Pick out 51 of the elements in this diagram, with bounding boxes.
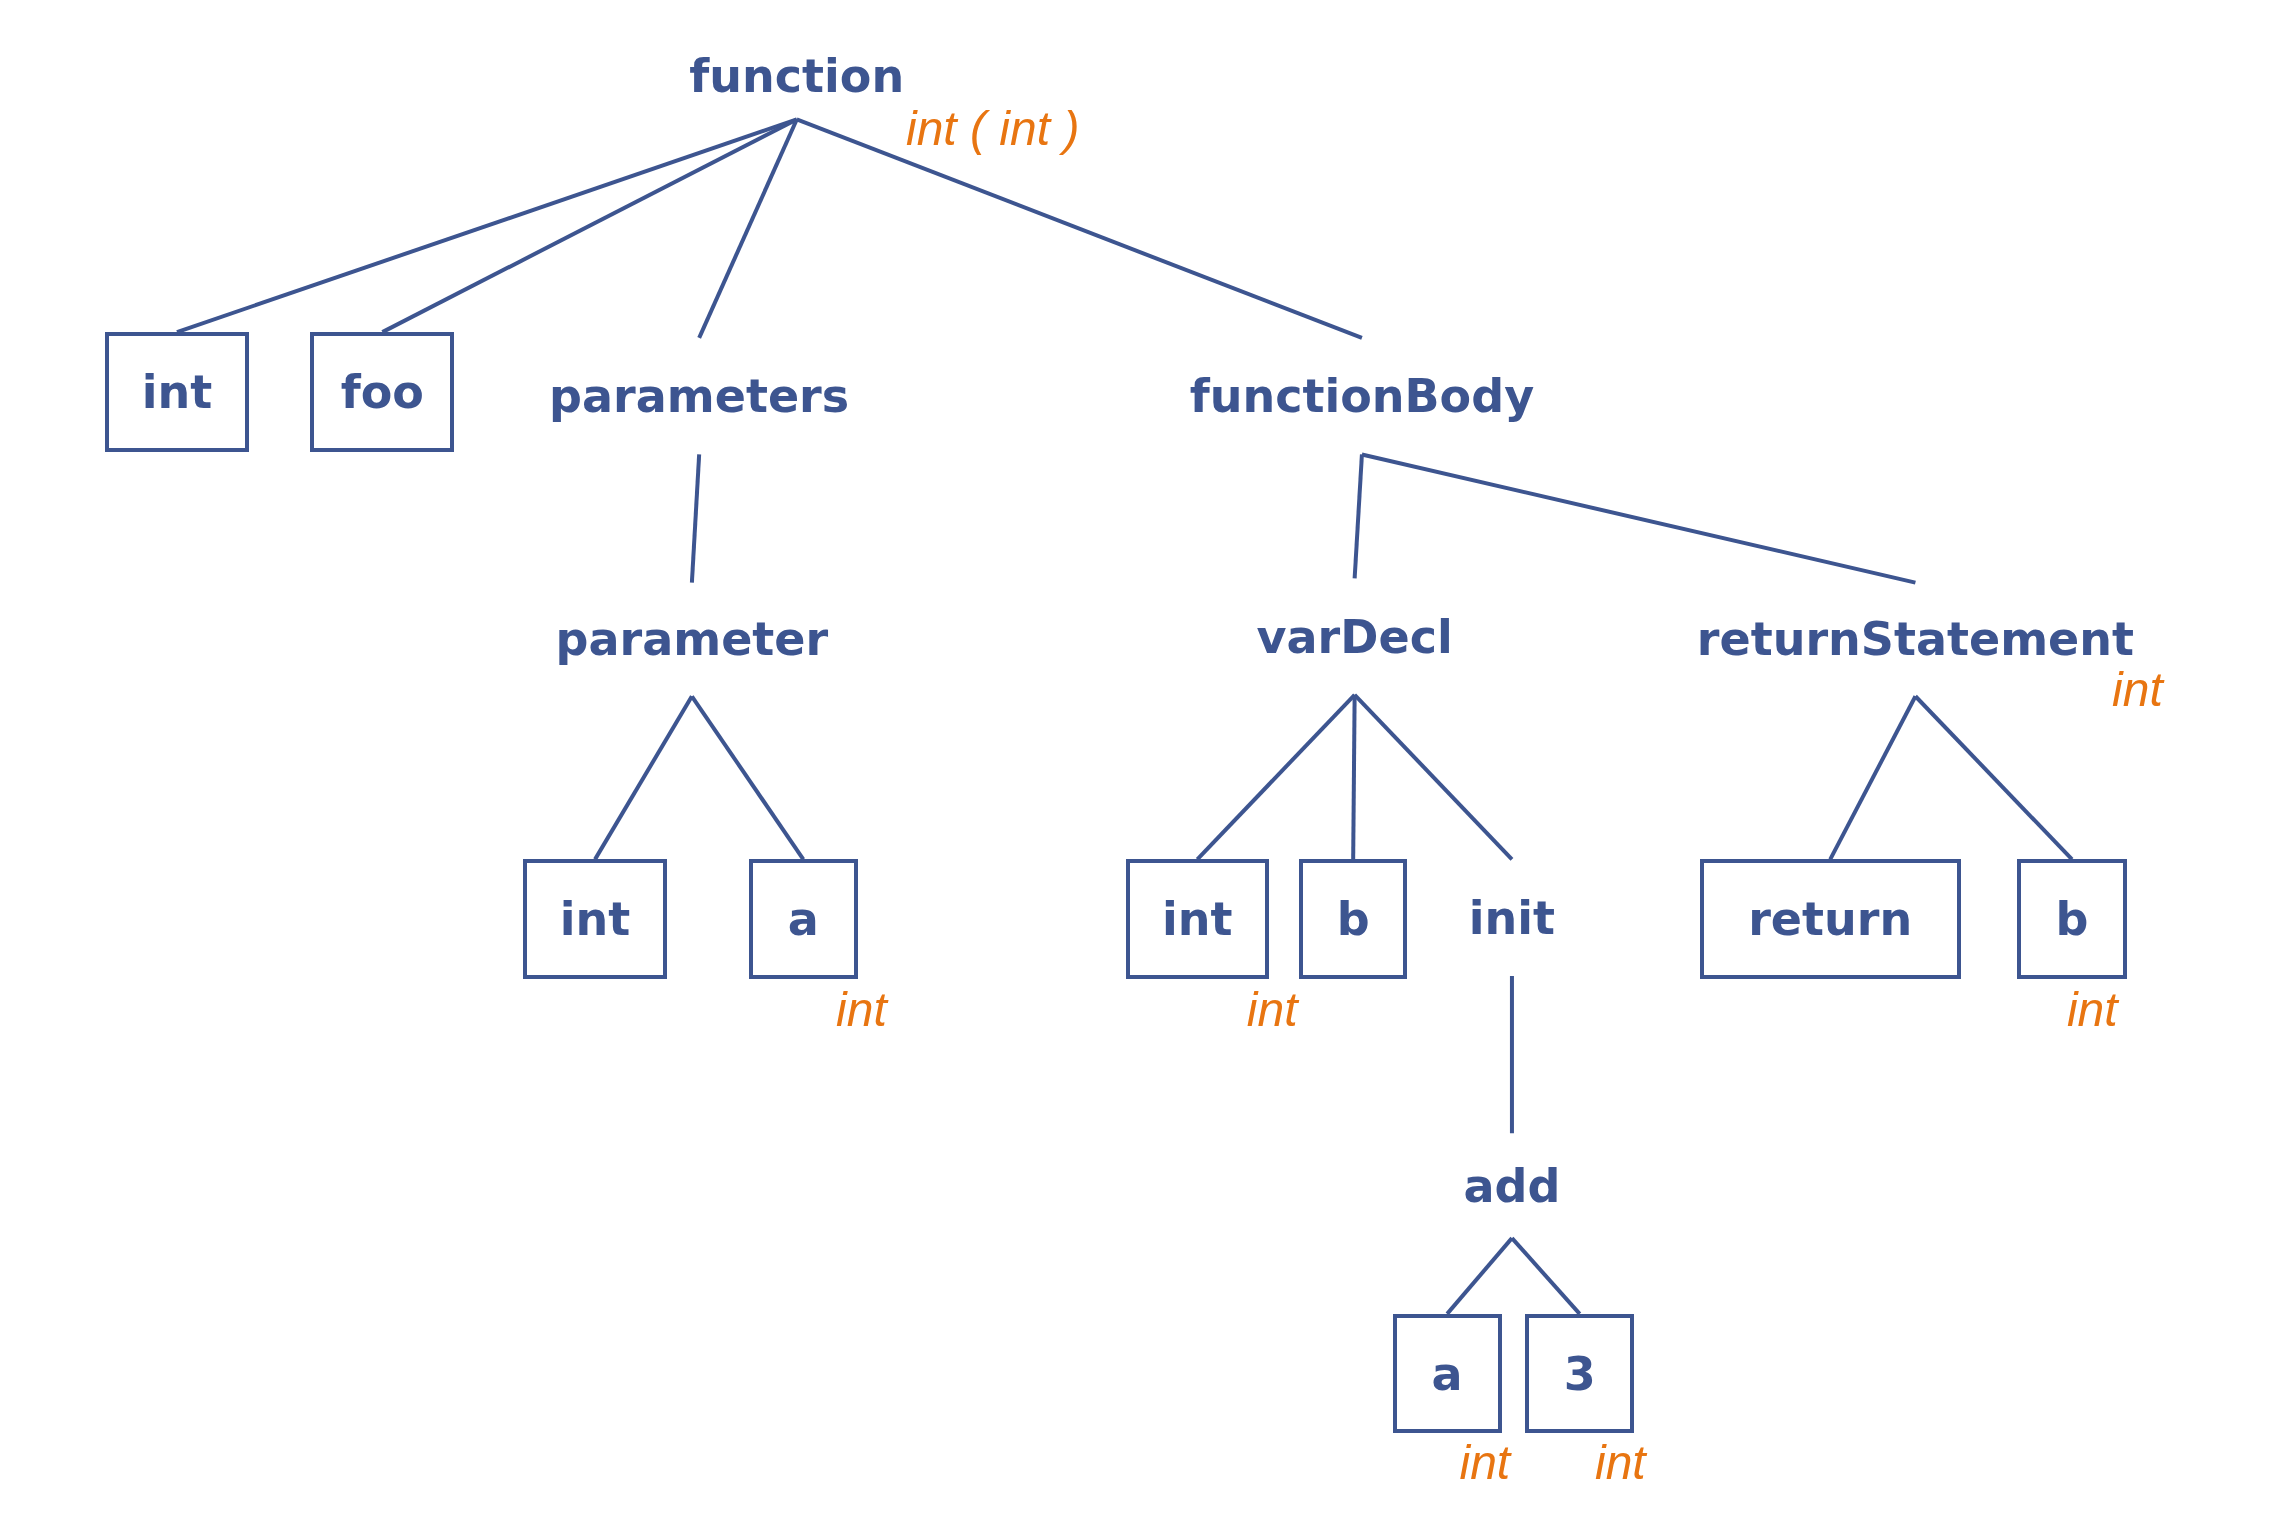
node-label: b xyxy=(2055,896,2089,943)
type-annotation: int xyxy=(1459,1439,1511,1488)
leaf-box xyxy=(1299,859,1408,979)
node-label: varDecl xyxy=(1256,613,1453,660)
leaf-box xyxy=(1699,859,1961,979)
type-annotation: int xyxy=(1594,1439,1646,1488)
leaf-box xyxy=(310,332,455,452)
tree-edge xyxy=(697,118,799,339)
leaf-box xyxy=(1525,1313,1635,1434)
node-label: parameter xyxy=(555,616,829,663)
node-label: function xyxy=(689,52,905,99)
leaf-box xyxy=(2017,859,2127,979)
tree-edge xyxy=(1361,452,1916,585)
type-annotation: int ( int ) xyxy=(906,104,1080,153)
node-label: int xyxy=(1162,896,1233,943)
type-annotation: int xyxy=(836,986,887,1035)
leaf-box xyxy=(1125,859,1269,979)
tree-edge xyxy=(1914,694,2074,861)
type-annotation: int xyxy=(1246,986,1298,1035)
tree-edge xyxy=(593,695,694,861)
tree-edge xyxy=(381,117,798,334)
node-label: int xyxy=(141,368,213,415)
node-label: parameters xyxy=(549,373,850,420)
leaf-box xyxy=(522,859,668,979)
tree-edge xyxy=(1828,695,1918,861)
leaf-box xyxy=(748,859,858,979)
tree-edge xyxy=(1195,693,1357,861)
tree-edge xyxy=(689,454,702,583)
type-annotation: int xyxy=(2112,665,2163,714)
node-label: add xyxy=(1463,1162,1561,1209)
tree-edge xyxy=(796,117,1363,340)
node-label: return xyxy=(1748,896,1913,943)
leaf-box xyxy=(104,332,250,452)
tree-edge xyxy=(1352,454,1364,579)
node-label: foo xyxy=(340,368,424,415)
tree-edge xyxy=(1353,693,1514,861)
tree-edge xyxy=(1510,1236,1582,1316)
node-label: a xyxy=(787,896,819,943)
node-label: functionBody xyxy=(1189,373,1535,420)
node-label: 3 xyxy=(1563,1350,1596,1397)
node-label: returnStatement xyxy=(1696,616,2135,663)
tree-edge xyxy=(690,695,805,861)
tree-edge xyxy=(1351,694,1357,860)
node-label: init xyxy=(1468,894,1556,941)
node-label: int xyxy=(559,896,631,943)
type-annotation: int xyxy=(2066,986,2118,1035)
node-label: b xyxy=(1336,896,1370,943)
node-label: a xyxy=(1431,1350,1463,1397)
tree-edge xyxy=(1445,1236,1514,1316)
tree-edge xyxy=(1509,975,1514,1134)
leaf-box xyxy=(1392,1313,1502,1434)
